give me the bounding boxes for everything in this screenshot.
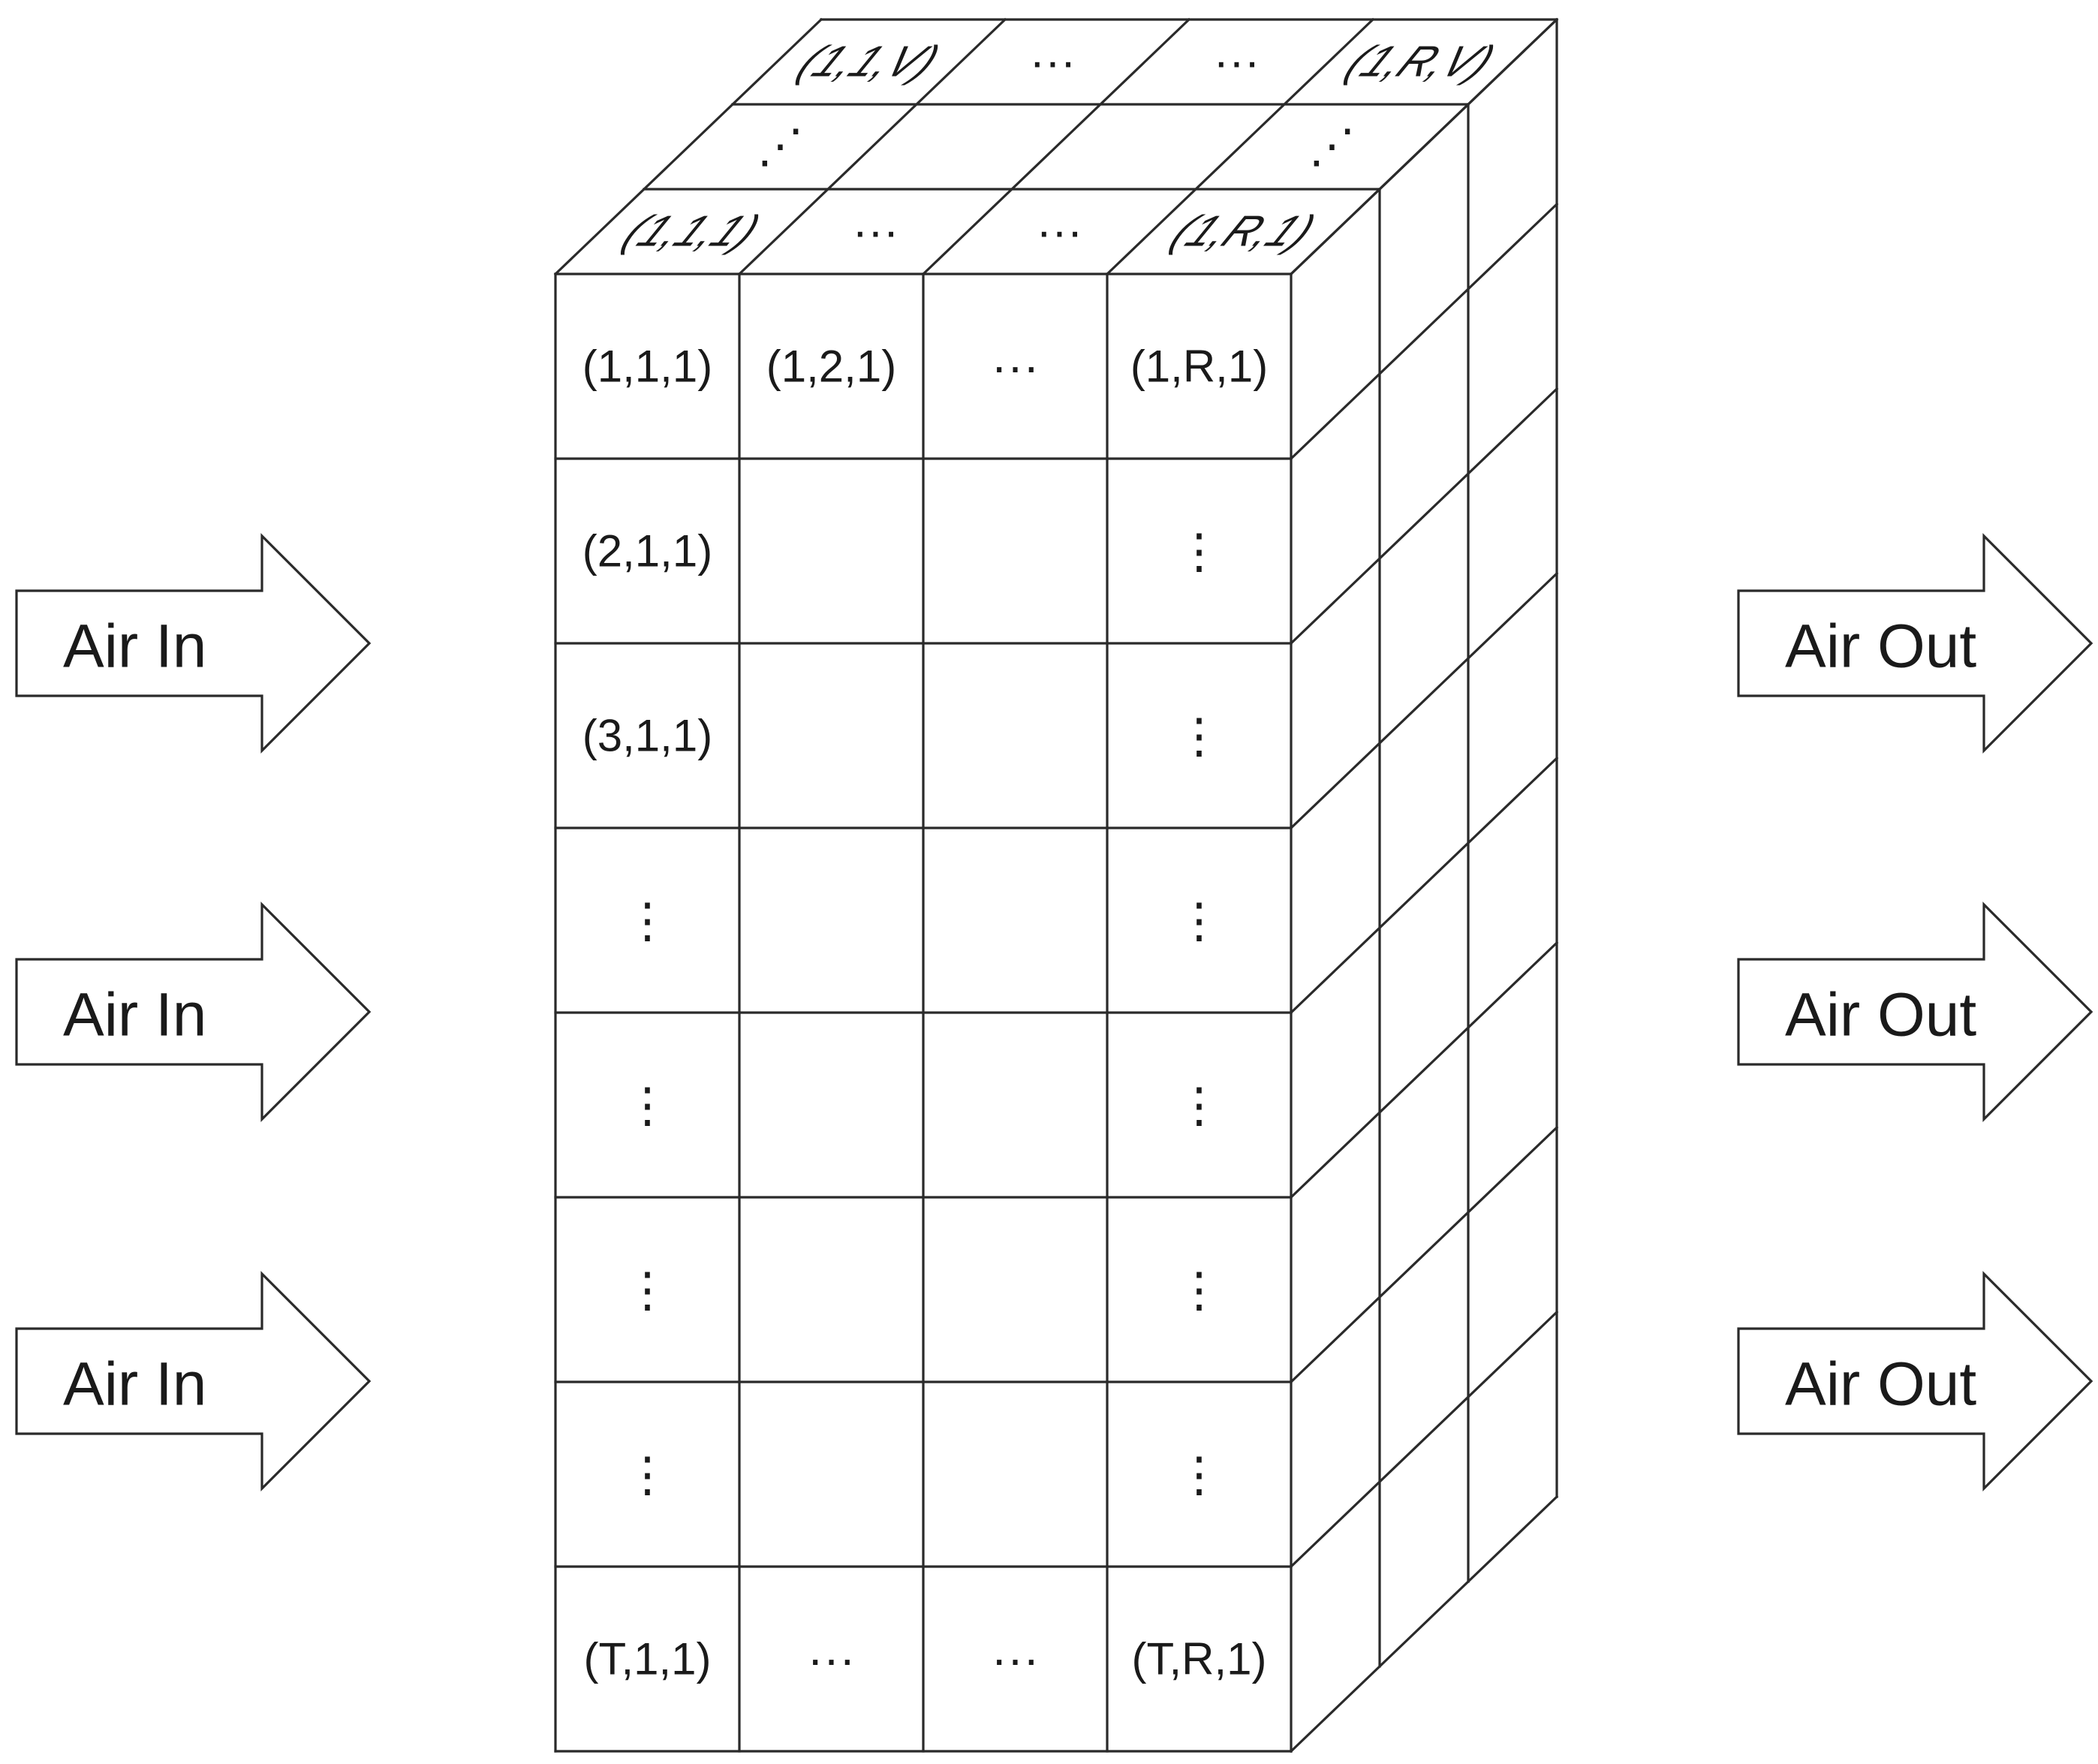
top-cell-label-row1-c1: (1,1,V) xyxy=(788,38,949,86)
cube-faces xyxy=(555,20,1557,1751)
air-in-arrow-3-label: Air In xyxy=(63,1350,206,1419)
air-out-arrow-2-label: Air Out xyxy=(1785,981,1976,1049)
front-cell-label-r6-c4: ⋮ xyxy=(1175,1263,1224,1317)
front-cell-label-r7-c1: ⋮ xyxy=(624,1447,672,1501)
top-grid-diagonal xyxy=(553,17,823,276)
front-cell-label-r3-c1: (3,1,1) xyxy=(582,711,712,761)
side-grid-diagonal xyxy=(1289,571,1559,830)
top-cell-label-row2-c1: ⋰ xyxy=(757,121,804,173)
front-cell-label-r5-c1: ⋮ xyxy=(624,1078,672,1132)
side-grid-diagonal xyxy=(1289,941,1559,1200)
side-grid-diagonal xyxy=(1289,1310,1559,1569)
air-out-arrow-3-shape xyxy=(1737,1271,2093,1492)
front-cell-label-r8-c2: ··· xyxy=(808,1632,856,1686)
top-cell-label-row3-c3: ··· xyxy=(1037,206,1083,257)
front-cell-label-r3-c4: ⋮ xyxy=(1175,709,1224,763)
top-grid-diagonal xyxy=(737,17,1007,276)
front-cell-label-r8-c1: (T,1,1) xyxy=(583,1634,711,1684)
top-cell-label-row1-c4: (1,R,V) xyxy=(1337,38,1505,86)
side-grid-diagonal xyxy=(1289,202,1559,461)
side-grid-diagonal xyxy=(1289,756,1559,1015)
front-cell-label-r6-c1: ⋮ xyxy=(624,1263,672,1317)
front-cell-label-r8-c4: (T,R,1) xyxy=(1132,1634,1267,1684)
side-grid-diagonal xyxy=(1289,1125,1559,1384)
cell-labels: (1,1,1) (1,2,1) ··· (1,R,1) (2,1,1) ⋮ (3,1,1) ⋮… xyxy=(582,36,1505,1686)
top-cell-label-row2-c4: ⋰ xyxy=(1309,121,1356,173)
top-cell-label-row1-c3: ··· xyxy=(1214,36,1260,88)
side-grid-diagonal xyxy=(1289,1495,1559,1753)
air-out-arrow-3-label: Air Out xyxy=(1785,1350,1976,1419)
air-in-arrow-1-label: Air In xyxy=(63,613,206,681)
front-cell-label-r5-c4: ⋮ xyxy=(1175,1078,1224,1132)
front-cell-label-r1-c3: ··· xyxy=(992,339,1040,393)
front-cell-label-r4-c1: ⋮ xyxy=(624,893,672,947)
front-cell-label-r1-c2: (1,2,1) xyxy=(766,342,896,392)
air-out-arrow-1-label: Air Out xyxy=(1785,613,1976,681)
front-cell-label-r2-c4: ⋮ xyxy=(1175,524,1224,578)
cube-grid-lines xyxy=(553,17,1559,1753)
front-cell-label-r1-c4: (1,R,1) xyxy=(1130,342,1268,392)
front-cell-label-r8-c3: ··· xyxy=(992,1632,1040,1686)
front-cell-label-r1-c1: (1,1,1) xyxy=(582,342,712,392)
front-cell-label-r7-c4: ⋮ xyxy=(1175,1447,1224,1501)
top-grid-diagonal xyxy=(1105,17,1375,276)
top-cell-label-row1-c2: ··· xyxy=(1030,36,1076,88)
top-grid-diagonal xyxy=(921,17,1191,276)
top-cell-label-row3-c2: ··· xyxy=(853,206,899,257)
air-in-arrow-2-label: Air In xyxy=(63,981,206,1049)
air-out-arrow-1-shape xyxy=(1737,533,2093,754)
side-grid-diagonal xyxy=(1289,387,1559,646)
front-cell-label-r4-c4: ⋮ xyxy=(1175,893,1224,947)
air-in-arrow-2-shape xyxy=(15,902,372,1122)
air-out-arrow-2-shape xyxy=(1737,902,2093,1122)
side-grid-diagonal xyxy=(1289,17,1559,276)
front-cell-label-r2-c1: (2,1,1) xyxy=(582,526,712,576)
top-cell-label-row3-c4: (1,R,1) xyxy=(1162,207,1325,255)
air-in-arrow-3-shape xyxy=(15,1271,372,1492)
air-in-arrow-1-shape xyxy=(15,533,372,754)
top-cell-label-row3-c1: (1,1,1) xyxy=(614,207,770,255)
